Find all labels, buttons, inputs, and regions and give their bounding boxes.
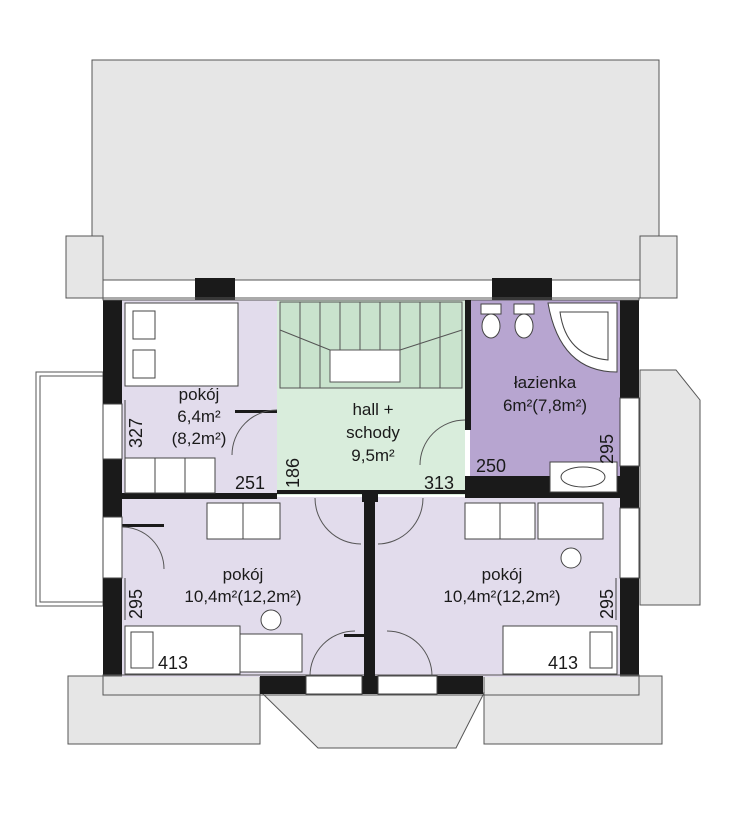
hall-area: 9,5m² xyxy=(351,446,395,465)
pillow xyxy=(132,349,156,379)
wall-segment xyxy=(437,676,483,694)
door-swing xyxy=(121,526,165,570)
door-swing xyxy=(314,497,362,545)
corner-bathtub xyxy=(547,302,618,373)
small-room-width-dim: 251 xyxy=(235,473,265,493)
balcony-outline xyxy=(35,371,104,607)
desk xyxy=(239,633,303,673)
desk xyxy=(537,502,604,540)
wall-segment xyxy=(103,300,122,404)
wall-segment xyxy=(620,300,639,398)
pillow xyxy=(130,631,154,669)
left-room-height-dim: 295 xyxy=(126,589,146,619)
roof-bottom-left xyxy=(67,675,261,745)
pillow xyxy=(589,631,613,669)
window xyxy=(619,397,640,467)
wall-segment xyxy=(344,634,364,637)
chair xyxy=(260,609,282,631)
wall-segment xyxy=(362,676,378,694)
right-room-height-dim: 295 xyxy=(597,589,617,619)
hall-name-2: schody xyxy=(346,423,400,442)
left-room-width-dim: 413 xyxy=(158,653,188,673)
washbasin xyxy=(549,461,618,493)
chimney xyxy=(492,278,552,300)
bathroom-name: łazienka xyxy=(514,373,577,392)
wall-segment xyxy=(103,578,122,675)
bedroom-right-name: pokój xyxy=(482,565,523,584)
roof-right-side xyxy=(639,369,701,606)
door-swing xyxy=(377,497,424,545)
small-room-height-dim: 327 xyxy=(126,418,146,448)
door-swing xyxy=(231,409,278,456)
wall-segment xyxy=(364,498,375,676)
wall-segment xyxy=(235,410,277,413)
wall-segment xyxy=(260,676,306,694)
top-wall-line xyxy=(102,297,640,301)
chair xyxy=(560,547,582,569)
bathroom-area: 6m²(7,8m²) xyxy=(503,396,587,415)
hall-right-dim: 313 xyxy=(424,473,454,493)
window xyxy=(102,516,123,579)
window xyxy=(619,507,640,579)
pillow xyxy=(132,310,156,340)
wall-segment xyxy=(620,466,639,508)
door-swing xyxy=(309,630,356,677)
door-swing xyxy=(386,630,433,677)
wall-segment xyxy=(122,493,277,499)
bidet xyxy=(513,303,535,339)
wall-segment xyxy=(122,524,164,527)
window xyxy=(377,675,438,695)
bedroom-right-area: 10,4m²(12,2m²) xyxy=(443,587,560,606)
window xyxy=(305,675,363,695)
balcony-inner xyxy=(39,375,104,603)
roof-right-eave xyxy=(639,235,678,299)
bath-width-dim: 250 xyxy=(476,456,506,476)
chimney xyxy=(195,278,235,300)
hall-name: hall + xyxy=(352,400,393,419)
bedroom-left-name: pokój xyxy=(223,565,264,584)
wall-segment xyxy=(103,459,122,517)
wall-segment xyxy=(620,578,639,675)
bedroom-small-area-gross: (8,2m²) xyxy=(172,429,227,448)
roof-left-eave xyxy=(65,235,104,299)
roof-top xyxy=(91,59,660,281)
hall-width-dim: 186 xyxy=(283,458,303,488)
bay-roof xyxy=(260,692,485,749)
window xyxy=(102,403,123,460)
bath-height-dim: 295 xyxy=(597,434,617,464)
wardrobe xyxy=(124,457,216,494)
bedroom-small-area: 6,4m² xyxy=(177,407,221,426)
door-swing xyxy=(419,419,466,466)
bedroom-small-name: pokój xyxy=(179,385,220,404)
wall-segment xyxy=(465,300,471,430)
roof-bottom-right xyxy=(483,675,663,745)
right-room-width-dim: 413 xyxy=(548,653,578,673)
toilet xyxy=(480,303,502,339)
bedroom-left-area: 10,4m²(12,2m²) xyxy=(184,587,301,606)
staircase xyxy=(279,301,463,389)
